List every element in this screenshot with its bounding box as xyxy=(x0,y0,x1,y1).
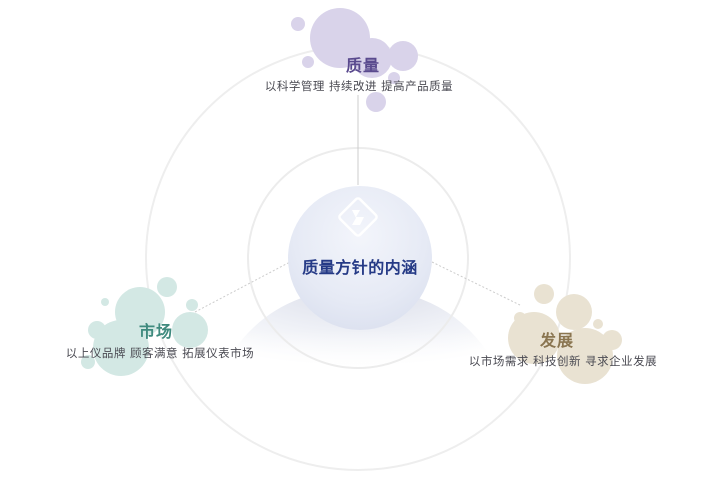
connector-development xyxy=(431,261,521,306)
quality-bubbles xyxy=(291,8,418,112)
development-title: 发展 xyxy=(539,331,575,350)
quality-subtitle: 以科学管理 持续改进 提高产品质量 xyxy=(264,79,454,93)
development-subtitle: 以市场需求 科技创新 寻求企业发展 xyxy=(468,354,658,368)
logo-icon xyxy=(338,197,378,237)
connector-market xyxy=(194,261,291,313)
center-title: 质量方针的内涵 xyxy=(302,258,418,277)
market-subtitle: 以上仪品牌 顾客满意 拓展仪表市场 xyxy=(65,346,255,360)
development-bubbles xyxy=(508,284,622,384)
market-title: 市场 xyxy=(138,322,174,341)
market-bubbles xyxy=(81,277,208,376)
quality-title: 质量 xyxy=(345,56,381,75)
floor-fade xyxy=(200,330,520,390)
center-circle xyxy=(288,186,432,330)
